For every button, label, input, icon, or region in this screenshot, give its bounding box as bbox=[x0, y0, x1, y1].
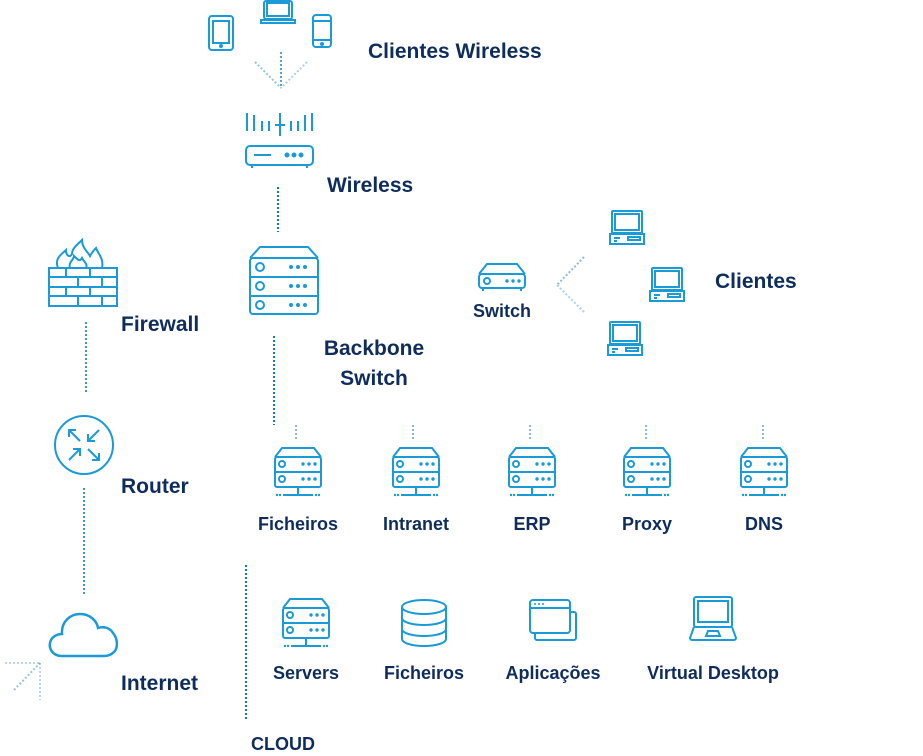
smartphone-icon bbox=[312, 14, 332, 48]
cloud-item-label: Ficheiros bbox=[383, 663, 465, 683]
backbone-switch-label-line1: Backbone bbox=[323, 337, 425, 360]
cloud-item-label: Servers bbox=[272, 663, 340, 683]
link-phone-to-wireless bbox=[280, 61, 308, 89]
firewall-label: Firewall bbox=[121, 313, 200, 336]
server-label: ERP bbox=[513, 514, 551, 534]
server-icon bbox=[392, 447, 440, 497]
internet-label: Internet bbox=[121, 672, 199, 695]
cloud-title: CLOUD bbox=[251, 734, 315, 754]
server-label: Intranet bbox=[382, 514, 450, 534]
database-icon bbox=[401, 599, 447, 648]
clients-label: Clientes bbox=[715, 270, 797, 293]
server-label: DNS bbox=[744, 514, 784, 534]
desktop-computer-icon[interactable] bbox=[649, 267, 685, 303]
server-icon bbox=[508, 447, 556, 497]
link-external-diagonal bbox=[13, 662, 41, 691]
router-label: Router bbox=[121, 475, 189, 498]
wireless-label: Wireless bbox=[327, 174, 414, 197]
firewall-icon[interactable] bbox=[48, 237, 118, 308]
server-label: Proxy bbox=[621, 514, 673, 534]
router-icon[interactable] bbox=[54, 415, 114, 475]
laptop-icon bbox=[688, 596, 738, 641]
app-windows-icon bbox=[529, 599, 577, 641]
tablet-icon bbox=[208, 15, 234, 51]
server-icon bbox=[274, 447, 322, 497]
link-client1-to-switch bbox=[556, 256, 585, 286]
desktop-computer-icon[interactable] bbox=[609, 210, 645, 246]
cloud-item-label: Virtual Desktop bbox=[647, 663, 779, 683]
link-client3-to-switch bbox=[556, 284, 585, 313]
server-icon bbox=[623, 447, 671, 497]
server-icon bbox=[282, 598, 330, 648]
switch-label: Switch bbox=[472, 301, 532, 321]
link-tablet-to-wireless bbox=[254, 61, 282, 89]
rack-switch-icon[interactable] bbox=[249, 246, 319, 316]
backbone-switch-label-line2: Switch bbox=[340, 367, 408, 390]
cloud-icon[interactable] bbox=[48, 612, 120, 658]
wireless-router-icon[interactable] bbox=[245, 111, 315, 168]
laptop-icon bbox=[260, 0, 296, 24]
server-icon bbox=[740, 447, 788, 497]
switch-icon[interactable] bbox=[478, 262, 526, 292]
cloud-item-label: Aplicações bbox=[505, 663, 601, 683]
desktop-computer-icon[interactable] bbox=[607, 321, 643, 357]
server-label: Ficheiros bbox=[257, 514, 339, 534]
wireless-clients-label: Clientes Wireless bbox=[368, 40, 542, 63]
